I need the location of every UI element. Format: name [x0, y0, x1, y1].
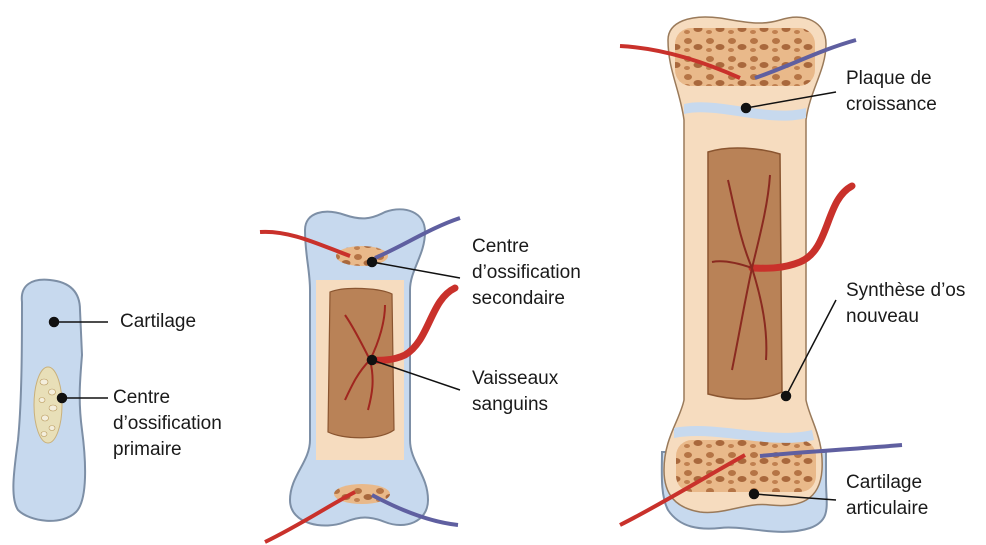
label-line: nouveau — [846, 304, 965, 330]
label-line: Centre — [472, 234, 581, 260]
label-line: articulaire — [846, 496, 928, 522]
pointer-dot-primary-center — [58, 394, 67, 403]
pointer-dot-articular-cartilage — [750, 490, 759, 499]
label-secondary-ossification-center: Centre d’ossification secondaire — [472, 234, 581, 312]
label-line: Plaque de — [846, 66, 937, 92]
label-line: sanguins — [472, 392, 558, 418]
pointer-dot-new-bone — [782, 392, 791, 401]
label-line: Vaisseaux — [472, 366, 558, 392]
label-blood-vessels: Vaisseaux sanguins — [472, 366, 558, 418]
label-line: d’ossification — [113, 411, 222, 437]
primary-ossification-zone — [34, 367, 62, 443]
label-articular-cartilage: Cartilage articulaire — [846, 470, 928, 522]
label-line: Centre — [113, 385, 222, 411]
label-line: croissance — [846, 92, 937, 118]
pointer-dot-blood-vessels — [368, 356, 377, 365]
pointer-dot-growth-plate — [742, 104, 751, 113]
stage-1-cartilage-model — [13, 280, 85, 521]
label-line: Synthèse d’os — [846, 278, 965, 304]
label-cartilage: Cartilage — [120, 309, 196, 335]
label-line: d’ossification — [472, 260, 581, 286]
label-cartilage-text: Cartilage — [120, 309, 196, 335]
label-primary-ossification-center: Centre d’ossification primaire — [113, 385, 222, 463]
label-growth-plate: Plaque de croissance — [846, 66, 937, 118]
label-line: Cartilage — [846, 470, 928, 496]
label-line: primaire — [113, 437, 222, 463]
bone-stage3-medulla — [708, 148, 782, 399]
pointer-dot-secondary-center — [368, 258, 377, 267]
stage-2-secondary-ossification — [260, 209, 460, 542]
label-new-bone-synthesis: Synthèse d’os nouveau — [846, 278, 965, 330]
pointer-dot-cartilage — [50, 318, 59, 327]
label-line: secondaire — [472, 286, 581, 312]
epiphysis-top-spongy — [675, 28, 815, 86]
